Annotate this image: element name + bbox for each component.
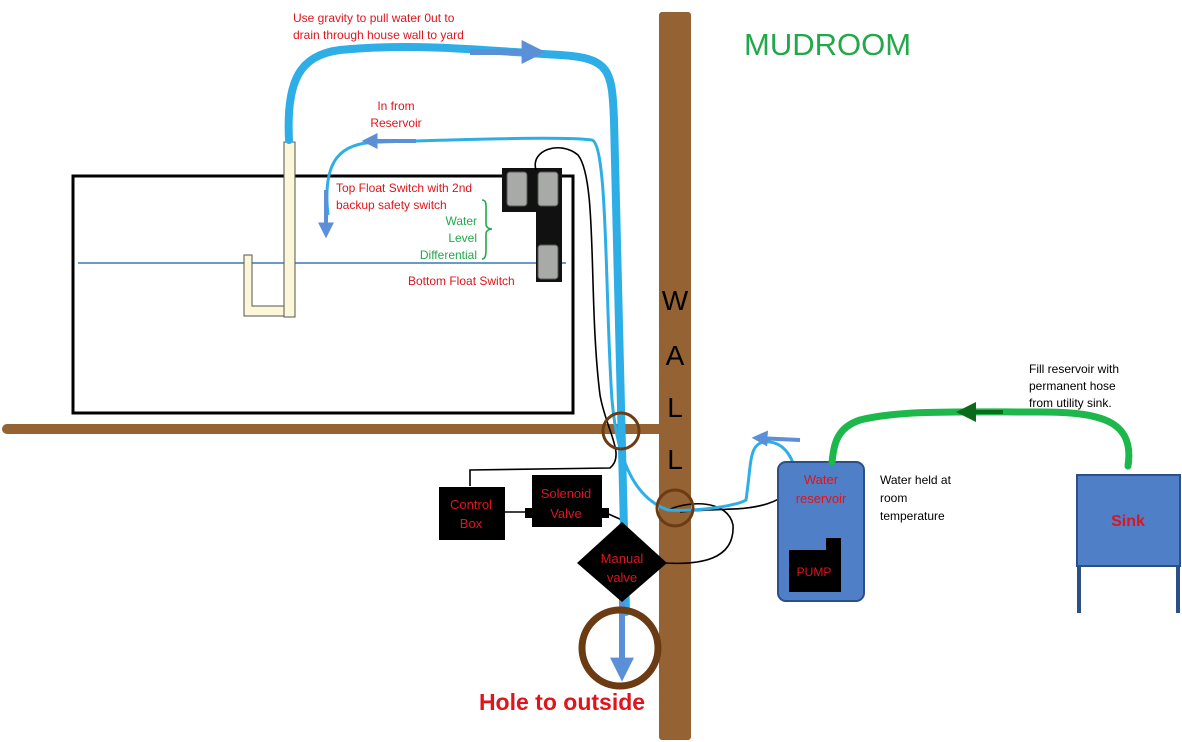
control-box-line1: Control [450, 497, 492, 512]
wall-passthrough [655, 488, 695, 528]
fill-note-line3: from utility sink. [1029, 396, 1112, 410]
sink-label: Sink [1111, 513, 1145, 530]
manual-valve-line2: valve [607, 570, 637, 585]
inlet-note-line2: Reservoir [370, 116, 421, 130]
fill-direction-arrow [956, 402, 976, 422]
level-differential-brace [481, 199, 493, 260]
mudroom-label: MUDROOM [744, 27, 911, 62]
control-box [439, 487, 505, 540]
diff-label-water: Water [445, 214, 477, 228]
drain-note-line1: Use gravity to pull water 0ut to [293, 11, 455, 25]
inlet-note-line1: In from [377, 99, 414, 113]
top-float-note-line2: backup safety switch [336, 198, 447, 212]
pump [789, 550, 841, 592]
solenoid-port-left [525, 508, 534, 518]
fill-note-line2: permanent hose [1029, 379, 1116, 393]
utility-sink [1076, 474, 1181, 567]
top-float-switch [506, 171, 528, 207]
pump-label: PUMP [797, 565, 832, 579]
top-float-note-line1: Top Float Switch with 2nd [336, 181, 472, 195]
manual-valve-line1: Manual [601, 551, 644, 566]
drain-note-line2: drain through house wall to yard [293, 28, 464, 42]
wall-letter-l2: L [667, 444, 683, 475]
drain-standpipe [283, 141, 296, 318]
backup-float-switch [537, 171, 559, 207]
fill-note-line1: Fill reservoir with [1029, 362, 1119, 376]
float-switch-wire [469, 146, 617, 486]
wall-letter-w: W [662, 285, 689, 316]
drain-hose [284, 42, 630, 616]
bottom-float-switch [537, 244, 559, 280]
solenoid-line1: Solenoid [541, 486, 592, 501]
hole-to-outside [578, 606, 662, 690]
manual-valve [577, 522, 667, 602]
hole-label: Hole to outside [479, 689, 645, 715]
fill-hose [828, 408, 1133, 470]
house-wall [659, 12, 691, 740]
wall-letter-l1: L [667, 392, 683, 423]
bottom-float-note: Bottom Float Switch [408, 274, 515, 288]
room-temp-line2: room [880, 491, 907, 505]
pump-outlet [826, 538, 841, 552]
control-box-line2: Box [460, 516, 483, 531]
reservoir-label-line1: Water [804, 472, 839, 487]
solenoid-port-right [600, 508, 609, 518]
floor-passthrough [601, 411, 641, 451]
floor-beam [2, 424, 664, 434]
reservoir-out-arrow [751, 430, 801, 447]
room-temp-line1: Water held at [880, 473, 952, 487]
reservoir-label-line2: reservoir [796, 491, 847, 506]
diff-label-level: Level [448, 231, 477, 245]
aquarium-tank [71, 174, 575, 415]
solenoid-line2: Valve [550, 506, 582, 521]
room-temp-line3: temperature [880, 509, 945, 523]
solenoid-valve [532, 475, 602, 527]
wall-letter-a: A [666, 340, 685, 371]
diff-label-differential: Differential [420, 248, 477, 262]
